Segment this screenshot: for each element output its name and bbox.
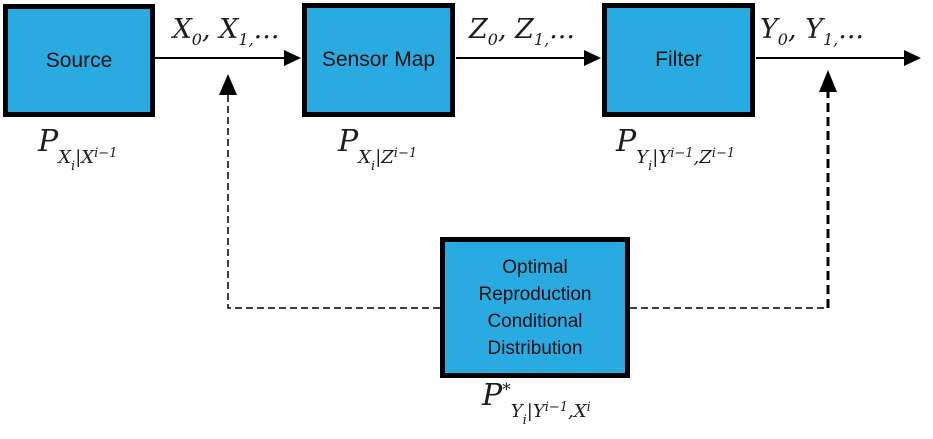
sensor-output-arrow (456, 50, 601, 66)
filter-box-label: Filter (655, 48, 702, 71)
source-box: Source (3, 4, 155, 117)
sensor-map-box-label: Sensor Map (321, 48, 436, 71)
feedback-arrow-right (630, 70, 837, 309)
dist-label-reproduction: P*Yi|Yi−1,Xi (482, 378, 591, 428)
reproduction-label-line-1: Optimal (502, 256, 568, 278)
reproduction-label-line-4: Distribution (487, 337, 583, 359)
signal-label-y: Y0, Y1,... (759, 14, 865, 49)
feedback-arrow-left (219, 74, 440, 309)
reproduction-box: Optimal Reproduction Conditional Distrib… (440, 237, 630, 378)
signal-label-x: X0, X1,... (172, 14, 280, 49)
sensor-map-box: Sensor Map (302, 3, 455, 117)
reproduction-box-label: Optimal Reproduction Conditional Distrib… (478, 254, 591, 362)
dist-label-source: PXi|Xi−1 (38, 124, 118, 174)
source-box-label: Source (45, 48, 113, 72)
filter-box: Filter (602, 3, 755, 117)
filter-output-arrow (756, 50, 921, 66)
dist-label-filter: PYi|Yi−1,Zi−1 (616, 124, 736, 174)
signal-label-z: Z0, Z1,... (469, 14, 575, 49)
reproduction-label-line-2: Reproduction (478, 283, 592, 305)
dist-label-sensor: PXi|Zi−1 (338, 124, 418, 174)
source-output-arrow (154, 50, 301, 66)
reproduction-label-line-3: Conditional (487, 310, 583, 332)
